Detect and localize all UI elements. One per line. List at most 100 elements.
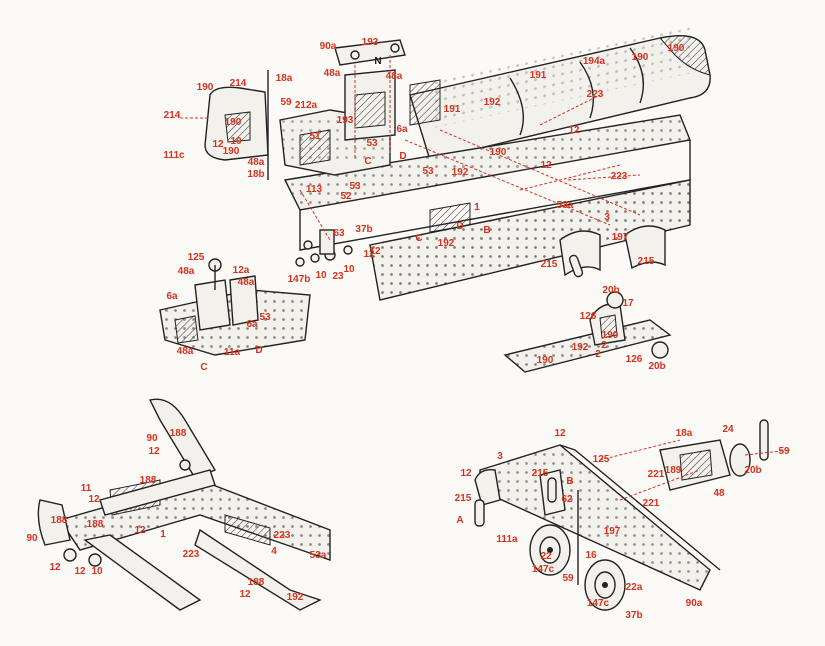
label: 20b [648, 361, 666, 372]
label: 191 [443, 104, 461, 115]
label: 48a [177, 266, 195, 277]
label: D [255, 345, 263, 356]
small-bracket-assembly [159, 258, 311, 356]
label: 18a [675, 428, 693, 439]
bottom-right-assembly [474, 419, 791, 611]
label: 10 [91, 566, 103, 577]
label: 10 [315, 270, 327, 281]
label: 192 [483, 97, 501, 108]
label: 2 [595, 349, 601, 360]
label: 223 [586, 89, 604, 100]
label: 63 [333, 228, 345, 239]
label: 90 [146, 433, 158, 444]
label: 188 [86, 519, 104, 530]
label: 12 [74, 566, 86, 577]
label: 12 [554, 428, 566, 439]
label: 59 [778, 446, 790, 457]
label: 20b [744, 465, 762, 476]
label: 48a [323, 68, 341, 79]
label: 188 [169, 428, 187, 439]
wheel-left [529, 524, 571, 576]
bolt-row [295, 229, 353, 267]
label: 147b [287, 274, 311, 285]
label: B [483, 225, 491, 236]
label: 3 [604, 212, 610, 223]
label: 18b [247, 169, 265, 180]
label: 190 [631, 52, 649, 63]
label: 190 [196, 82, 214, 93]
label: 190 [222, 146, 240, 157]
label: 190 [224, 117, 242, 128]
small-plate-assembly [503, 291, 672, 373]
label: 53a [309, 550, 327, 561]
label: 12 [363, 249, 375, 260]
label: 12 [49, 562, 61, 573]
label: 17 [622, 298, 634, 309]
label: 223 [610, 171, 628, 182]
label: 62 [561, 494, 573, 505]
label: 221 [642, 498, 660, 509]
label: 37b [625, 610, 643, 621]
label: 3 [497, 451, 503, 462]
label: 111c [163, 150, 185, 161]
label: 192 [451, 167, 469, 178]
label: 111a [496, 534, 518, 545]
label: 11 [80, 483, 92, 494]
label: 51 [309, 131, 321, 142]
label: 90a [319, 41, 337, 52]
label: 197 [611, 232, 629, 243]
label: N [374, 56, 382, 67]
label: 12 [540, 160, 552, 171]
label: 24 [722, 424, 734, 435]
label: 53 [349, 181, 361, 192]
label: 53a [556, 200, 574, 211]
label: 59 [280, 97, 292, 108]
label: 212a [294, 100, 318, 111]
label: 215 [637, 256, 655, 267]
label: 125 [187, 252, 205, 263]
label: 190 [536, 355, 554, 366]
label: 189 [664, 465, 682, 476]
label: 23 [332, 271, 344, 282]
label: 188 [247, 577, 265, 588]
label: 53 [366, 138, 378, 149]
label: 214 [229, 78, 247, 89]
label: 4 [271, 546, 277, 557]
label: 1 [160, 529, 166, 540]
label: 147c [586, 598, 610, 609]
label: 147c [531, 564, 555, 575]
label: 192 [571, 342, 589, 353]
label: 126 [579, 311, 597, 322]
label: 53 [259, 312, 271, 323]
wheel-right [584, 559, 626, 611]
label: 113 [305, 184, 323, 195]
label: 221 [647, 469, 665, 480]
label: 6a [396, 124, 408, 135]
label: 12 [148, 446, 160, 457]
label: 12 [369, 246, 381, 257]
label: 12 [212, 139, 224, 150]
top-main-assembly [180, 23, 711, 301]
label: 90 [26, 533, 38, 544]
label: A [456, 515, 464, 526]
label: 18a [275, 73, 293, 84]
label: 190 [667, 43, 685, 54]
label: 48a [385, 71, 403, 82]
label: 223 [273, 530, 291, 541]
label: 11a [223, 347, 241, 358]
label: D [456, 221, 464, 232]
label: 12 [239, 589, 251, 600]
label: C [415, 233, 423, 244]
label: 190 [601, 330, 619, 341]
label: 22 [540, 551, 552, 562]
flange-215-b [624, 225, 666, 270]
label: C [364, 156, 372, 167]
label: 48 [713, 488, 725, 499]
label: 12 [88, 494, 100, 505]
label: 214 [163, 110, 181, 121]
label: 59 [562, 573, 574, 584]
label: 48a [237, 277, 255, 288]
label: 12 [460, 468, 472, 479]
